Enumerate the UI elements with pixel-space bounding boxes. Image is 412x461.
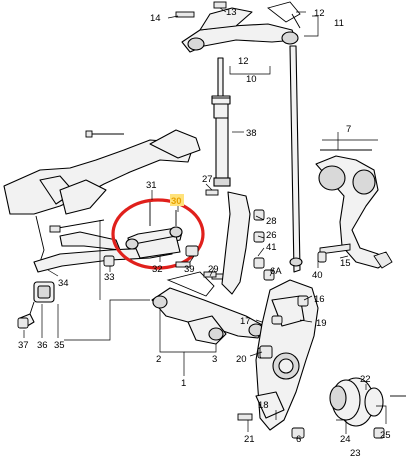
callout-39: 39 bbox=[184, 264, 195, 275]
callout-24: 24 bbox=[340, 434, 351, 445]
callout-12-mid: 12 bbox=[238, 56, 249, 67]
callout-10: 10 bbox=[246, 74, 257, 85]
callout-3: 3 bbox=[212, 354, 217, 365]
callout-20: 20 bbox=[236, 354, 247, 365]
callout-11: 11 bbox=[334, 18, 344, 29]
callout-40: 40 bbox=[312, 270, 323, 281]
callout-38: 38 bbox=[246, 128, 257, 139]
shock-absorber bbox=[211, 57, 231, 187]
callout-41: 41 bbox=[266, 242, 277, 253]
callout-labels: 14 13 12 11 12 10 38 7 31 30 27 28 26 41… bbox=[18, 7, 391, 459]
callout-29: 29 bbox=[208, 264, 219, 275]
callout-12-top: 12 bbox=[314, 8, 325, 19]
callout-30-highlight bbox=[170, 194, 184, 206]
callout-13: 13 bbox=[226, 7, 237, 18]
highlighted-lower-link bbox=[125, 200, 183, 259]
callout-32: 32 bbox=[152, 264, 163, 275]
callout-28: 28 bbox=[266, 216, 277, 227]
wheel-carrier bbox=[221, 191, 319, 431]
callout-14: 14 bbox=[150, 13, 161, 24]
lower-control-arm bbox=[151, 261, 265, 345]
callout-15: 15 bbox=[340, 258, 351, 269]
callout-37: 37 bbox=[18, 340, 29, 351]
wheel-hub bbox=[329, 377, 406, 427]
callout-23: 23 bbox=[350, 448, 361, 459]
callout-6: 6 bbox=[296, 434, 301, 445]
callout-26: 26 bbox=[266, 230, 277, 241]
coupling-rod bbox=[289, 45, 303, 273]
callout-33: 33 bbox=[104, 272, 115, 283]
callout-34: 34 bbox=[58, 278, 69, 289]
callout-30: 30 bbox=[171, 196, 182, 207]
callout-25: 25 bbox=[380, 430, 391, 441]
callout-16: 16 bbox=[314, 294, 325, 305]
callout-27: 27 bbox=[202, 174, 213, 185]
callout-36: 36 bbox=[37, 340, 48, 351]
callout-1: 1 bbox=[181, 378, 186, 389]
leader-lines bbox=[23, 7, 387, 440]
callout-22: 22 bbox=[360, 374, 371, 385]
upper-wishbone-right bbox=[315, 149, 393, 269]
callout-18: 18 bbox=[258, 400, 269, 411]
upper-control-arm-assembly bbox=[175, 1, 301, 53]
callout-19: 19 bbox=[316, 318, 327, 329]
callout-6a: 6A bbox=[270, 266, 282, 277]
callout-35: 35 bbox=[54, 340, 65, 351]
callout-21: 21 bbox=[244, 434, 255, 445]
front-subframe bbox=[3, 129, 201, 263]
callout-2: 2 bbox=[156, 354, 161, 365]
callout-17: 17 bbox=[240, 316, 251, 327]
highlight-ring bbox=[111, 198, 205, 270]
callout-7: 7 bbox=[346, 124, 351, 135]
callout-31: 31 bbox=[146, 180, 157, 191]
